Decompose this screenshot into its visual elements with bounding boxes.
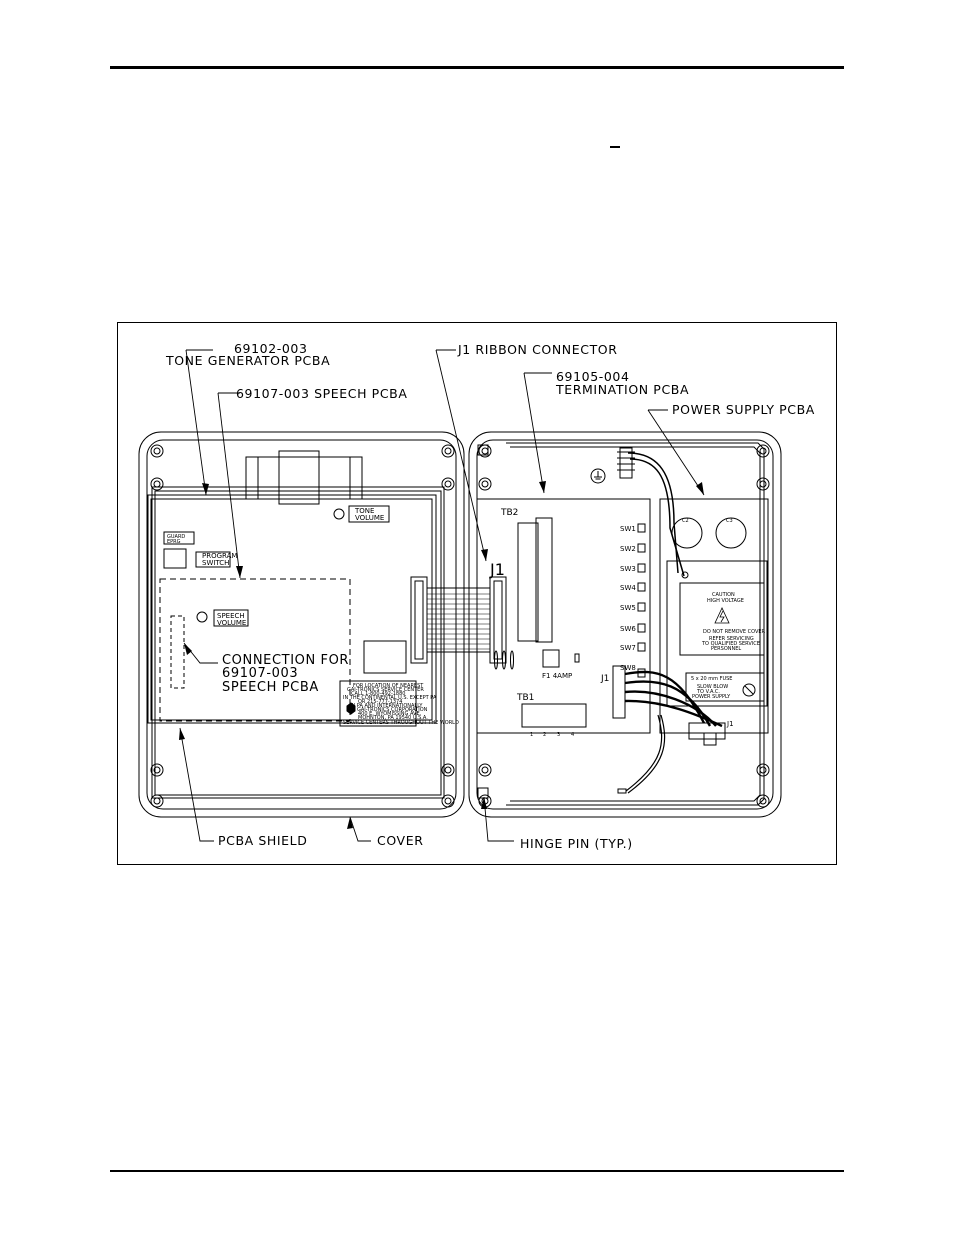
- tb1-terminal-3: 3: [557, 732, 560, 738]
- right-enclosure: [468, 431, 782, 818]
- dash-mark: [610, 146, 620, 148]
- info-line-6: IN PA AND INTERNATIONALLY: [350, 703, 423, 709]
- speech-connection-outline: [170, 615, 185, 689]
- caution-line-3: DO NOT REMOVE COVER: [703, 629, 766, 635]
- tone-volume-pot: [333, 508, 345, 520]
- callout-tone-gen-1: 69102-003: [234, 341, 308, 356]
- speech-volume-label-1: SPEECH: [217, 612, 245, 620]
- fuse-f1-label: F1 4AMP: [542, 672, 572, 680]
- caution-line-6: PERSONNEL: [711, 646, 741, 652]
- tb1-terminal-1: 1: [530, 732, 533, 738]
- callout-power-supply: POWER SUPPLY PCBA: [672, 402, 815, 417]
- tb2-label: TB2: [500, 508, 518, 518]
- switch-sw8: SW8: [620, 664, 636, 672]
- guard-label-1: GUARD: [167, 534, 185, 540]
- callout-cover: COVER: [377, 833, 423, 848]
- switch-sw5: SW5: [620, 604, 636, 612]
- left-enclosure: [138, 431, 465, 818]
- speech-volume-label-2: VOLUME: [217, 619, 246, 627]
- tone-volume-label-2: VOLUME: [355, 514, 384, 522]
- info-line-10: SERVICE CENTERS THROUGHOUT THE WORLD: [343, 720, 459, 726]
- fuse-label-4: POWER SUPPLY: [692, 694, 731, 700]
- footer-rule: [110, 1170, 844, 1172]
- leader-lines: [179, 349, 705, 842]
- switch-sw2: SW2: [620, 545, 636, 553]
- switch-sw7: SW7: [620, 644, 636, 652]
- caution-line-5: TO QUALIFIED SERVICE: [701, 641, 760, 647]
- service-info-text: FOR LOCATION OF NEAREST GAI-TRONICS SERV…: [343, 683, 459, 726]
- info-line-9: MOHNTON, PA 19540 U.S.A.: [358, 715, 428, 721]
- hinge-pin-top: [477, 444, 489, 456]
- speech-pcba-outline: [159, 578, 351, 722]
- fuse-holder: [742, 683, 756, 697]
- ps-j1-label: J1: [726, 720, 734, 728]
- callout-j1-ribbon: J1 RIBBON CONNECTOR: [457, 342, 618, 357]
- j1-termination-label: J1: [600, 674, 609, 684]
- callout-connection-2: 69107-003: [222, 666, 298, 681]
- c3-label: C3: [726, 518, 733, 524]
- callout-pcba-shield: PCBA SHIELD: [218, 833, 307, 848]
- fuse-label-text: 5 x 20 mm FUSE SLOW BLOW TO V.A.C. POWER…: [691, 676, 732, 700]
- fuse-label-1: 5 x 20 mm FUSE: [691, 676, 732, 682]
- info-line-4: IN THE CONTINENTAL U.S. EXCEPT PA: [343, 695, 437, 701]
- service-info-label: [339, 680, 417, 727]
- caution-line-2: HIGH VOLTAGE: [707, 598, 744, 604]
- switch-sw1: SW1: [620, 525, 636, 533]
- ribbon-connector: [410, 576, 507, 664]
- program-switch-label-2: SWITCH: [202, 559, 229, 567]
- info-line-8: 400 E. WYOMISSING AVE.: [358, 711, 422, 717]
- caution-line-4: REFER SERVICING: [709, 636, 754, 642]
- callout-termination-2: TERMINATION PCBA: [555, 382, 689, 397]
- capacitor-c3: [715, 517, 747, 549]
- callout-speech-pcba: 69107-003 SPEECH PCBA: [236, 386, 407, 401]
- fuse-label-3: TO V.A.C.: [696, 689, 720, 695]
- tb1-terminal-4: 4: [571, 732, 574, 738]
- callout-termination-1: 69105-004: [556, 369, 630, 384]
- arrowheads: [179, 481, 704, 829]
- program-switch: [163, 548, 187, 569]
- termination-board: [476, 498, 651, 734]
- callout-connection-3: SPEECH PCBA: [222, 680, 319, 695]
- info-line-1: FOR LOCATION OF NEAREST: [353, 683, 424, 689]
- info-line-7: GAI-TRONICS CORPORATION: [357, 707, 428, 713]
- header-rule: [110, 66, 844, 69]
- switch-sw6: SW6: [620, 625, 636, 633]
- lightning-warning-icon: [714, 607, 730, 624]
- tb1-terminal-2: 2: [543, 732, 546, 738]
- tb1-block: [521, 703, 587, 728]
- switch-sw3: SW3: [620, 565, 636, 573]
- fuse-label-2: SLOW BLOW: [697, 684, 728, 690]
- switch-sw4: SW4: [620, 584, 636, 592]
- enclosure-figure: 69102-003 TONE GENERATOR PCBA 69107-003 …: [117, 322, 837, 865]
- speech-volume-pot: [196, 611, 208, 623]
- j1-ribbon-label: J1: [489, 560, 505, 579]
- callout-hinge-pin: HINGE PIN (TYP.): [520, 836, 633, 851]
- callout-connection-1: CONNECTION FOR: [222, 653, 349, 668]
- cover-outline: [138, 431, 465, 818]
- caution-label: [679, 582, 765, 656]
- caution-text: CAUTION HIGH VOLTAGE DO NOT REMOVE COVER…: [701, 592, 766, 652]
- info-line-2: GAI-TRONICS SERVICE CENTER: [347, 687, 424, 693]
- tb2-block: [517, 522, 539, 642]
- guard-label-2: EPRG: [167, 539, 181, 545]
- c2-label: C2: [682, 518, 689, 524]
- info-line-5: OR 215-777-1374: [358, 699, 402, 705]
- hinge-pin-bottom: [477, 787, 489, 799]
- info-line-3: CALL 1-800-492-1880: [351, 691, 405, 697]
- caution-line-1: CAUTION: [712, 592, 735, 598]
- tb1-label: TB1: [516, 693, 534, 703]
- callout-tone-gen-2: TONE GENERATOR PCBA: [165, 353, 330, 368]
- program-switch-label-1: PROGRAM: [202, 552, 237, 560]
- tone-volume-label-1: TONE: [354, 507, 374, 515]
- enclosure-diagram: 69102-003 TONE GENERATOR PCBA 69107-003 …: [138, 341, 815, 851]
